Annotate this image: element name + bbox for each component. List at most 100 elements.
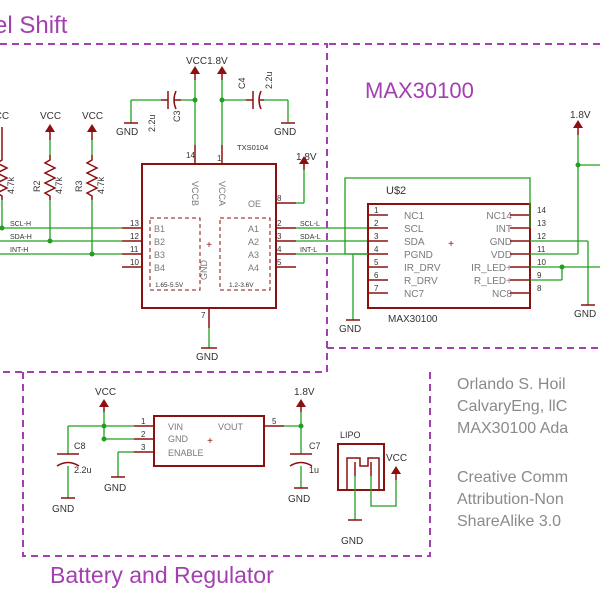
svg-text:NC14: NC14 (486, 211, 512, 222)
svg-text:VCC: VCC (386, 453, 407, 464)
svg-text:8: 8 (537, 284, 542, 293)
svg-text:SCL: SCL (404, 224, 424, 235)
svg-text:2: 2 (277, 219, 282, 228)
net-labels: SCL-H SDA-H INT-H SCL-L SDA-L INT-L (10, 221, 321, 254)
svg-text:SDA-H: SDA-H (10, 234, 32, 241)
svg-text:R_LED+: R_LED+ (474, 276, 512, 287)
svg-text:2.2u: 2.2u (147, 114, 157, 132)
svg-text:2.2u: 2.2u (264, 71, 274, 89)
supply-symbols-bottom: VCC 1.8V VCC GND GND GND GND (52, 387, 407, 547)
credit-author: Orlando S. Hoil (457, 376, 566, 393)
svg-text:PGND: PGND (404, 250, 433, 261)
svg-text:3: 3 (374, 232, 379, 241)
credit-license-3: ShareAlike 3.0 (457, 513, 561, 530)
svg-text:10: 10 (130, 258, 139, 267)
svg-text:NC1: NC1 (404, 211, 424, 222)
svg-text:10: 10 (537, 258, 546, 267)
svg-text:+: + (448, 239, 454, 250)
resistor-r3 (85, 155, 99, 200)
svg-text:1: 1 (141, 417, 146, 426)
b4-label: B4 (154, 263, 165, 273)
svg-text:14: 14 (186, 151, 195, 160)
resistors: R2 4.7k R3 4.7k 4.7k (0, 155, 106, 200)
svg-text:1.8V: 1.8V (294, 387, 315, 398)
svg-text:1.8V: 1.8V (296, 152, 317, 163)
svg-text:1: 1 (374, 206, 379, 215)
svg-text:7: 7 (201, 311, 206, 320)
svg-text:R_DRV: R_DRV (404, 276, 438, 287)
svg-text:GND: GND (341, 536, 363, 547)
level-shift-wires (0, 80, 368, 348)
svg-text:GND: GND (196, 352, 218, 363)
a1-label: A1 (248, 224, 259, 234)
a2-label: A2 (248, 237, 259, 247)
svg-text:INT-H: INT-H (10, 247, 28, 254)
credit-license-2: Attribution-Non (457, 491, 564, 508)
battery-title: Battery and Regulator (50, 562, 274, 588)
svg-text:GND: GND (104, 483, 126, 494)
svg-text:C3: C3 (172, 110, 182, 122)
regulator: + VIN GND ENABLE VOUT 1 2 3 5 (134, 415, 284, 467)
battery-wires (67, 412, 304, 498)
part-number-label: TXS0104 (237, 143, 268, 152)
svg-text:12: 12 (130, 232, 139, 241)
svg-text:GND: GND (52, 504, 74, 515)
a3-label: A3 (248, 250, 259, 260)
svg-text:GND: GND (339, 324, 361, 335)
svg-text:4: 4 (277, 245, 282, 254)
max30100-title: MAX30100 (365, 78, 474, 103)
b1-label: B1 (154, 224, 165, 234)
svg-text:VCC1.8V: VCC1.8V (186, 56, 228, 67)
oe-label: OE (248, 199, 261, 209)
svg-text:6: 6 (374, 271, 379, 280)
range-a-label: 1.2-3.6V (229, 282, 254, 289)
supply-symbols-top: VCC VCC VCC VCC1.8V 1.8V 1.8V GND GND GN… (0, 56, 596, 363)
gnd-pin-label: GND (199, 260, 209, 281)
svg-text:SCL-H: SCL-H (10, 221, 31, 228)
range-b-label: 1.65-5.5V (155, 282, 184, 289)
svg-text:VCC: VCC (0, 111, 9, 122)
regulator-body (153, 415, 265, 467)
svg-text:5: 5 (277, 258, 282, 267)
svg-text:IR_DRV: IR_DRV (404, 263, 441, 274)
max-name-label: MAX30100 (388, 314, 438, 325)
svg-text:R3: R3 (74, 180, 84, 192)
svg-text:3: 3 (277, 232, 282, 241)
svg-text:3: 3 (141, 443, 146, 452)
svg-text:C7: C7 (309, 441, 321, 451)
svg-text:INT-L: INT-L (300, 247, 317, 254)
credit-company: CalvaryEng, llC (457, 398, 567, 415)
lipo-connector: LIPO (337, 430, 397, 520)
svg-text:2: 2 (374, 219, 379, 228)
a4-label: A4 (248, 263, 259, 273)
svg-text:VDD: VDD (491, 250, 512, 261)
section-frames (0, 43, 600, 557)
svg-text:GND: GND (574, 309, 596, 320)
capacitors-bottom: C8 2.2u C7 1u (56, 441, 321, 475)
svg-text:SCL-L: SCL-L (300, 221, 320, 228)
svg-text:SDA: SDA (404, 237, 425, 248)
max30100-body (367, 203, 531, 309)
svg-text:GND: GND (168, 434, 189, 444)
svg-text:C4: C4 (237, 77, 247, 89)
svg-text:NC8: NC8 (492, 289, 512, 300)
credits-block: Orlando S. Hoil CalvaryEng, llC MAX30100… (457, 376, 568, 530)
svg-text:2: 2 (141, 430, 146, 439)
svg-text:4.7k: 4.7k (96, 176, 106, 194)
level-shifter: + TXS0104 VCCB VCCA GND OE B1 B2 B3 B4 A… (122, 143, 296, 328)
svg-text:GND: GND (490, 237, 512, 248)
svg-text:4: 4 (374, 245, 379, 254)
svg-text:2.2u: 2.2u (74, 465, 92, 475)
svg-text:5: 5 (272, 417, 277, 426)
svg-text:VCC: VCC (40, 111, 61, 122)
side-b-box (149, 217, 201, 291)
svg-text:IR_LED+: IR_LED+ (471, 263, 512, 274)
credit-project: MAX30100 Ada (457, 420, 568, 437)
svg-text:C8: C8 (74, 441, 86, 451)
svg-text:GND: GND (288, 494, 310, 505)
max-ref-label: U$2 (386, 185, 406, 197)
svg-text:+: + (206, 240, 212, 251)
svg-text:VCC: VCC (82, 111, 103, 122)
vccb-label: VCCB (190, 181, 200, 206)
